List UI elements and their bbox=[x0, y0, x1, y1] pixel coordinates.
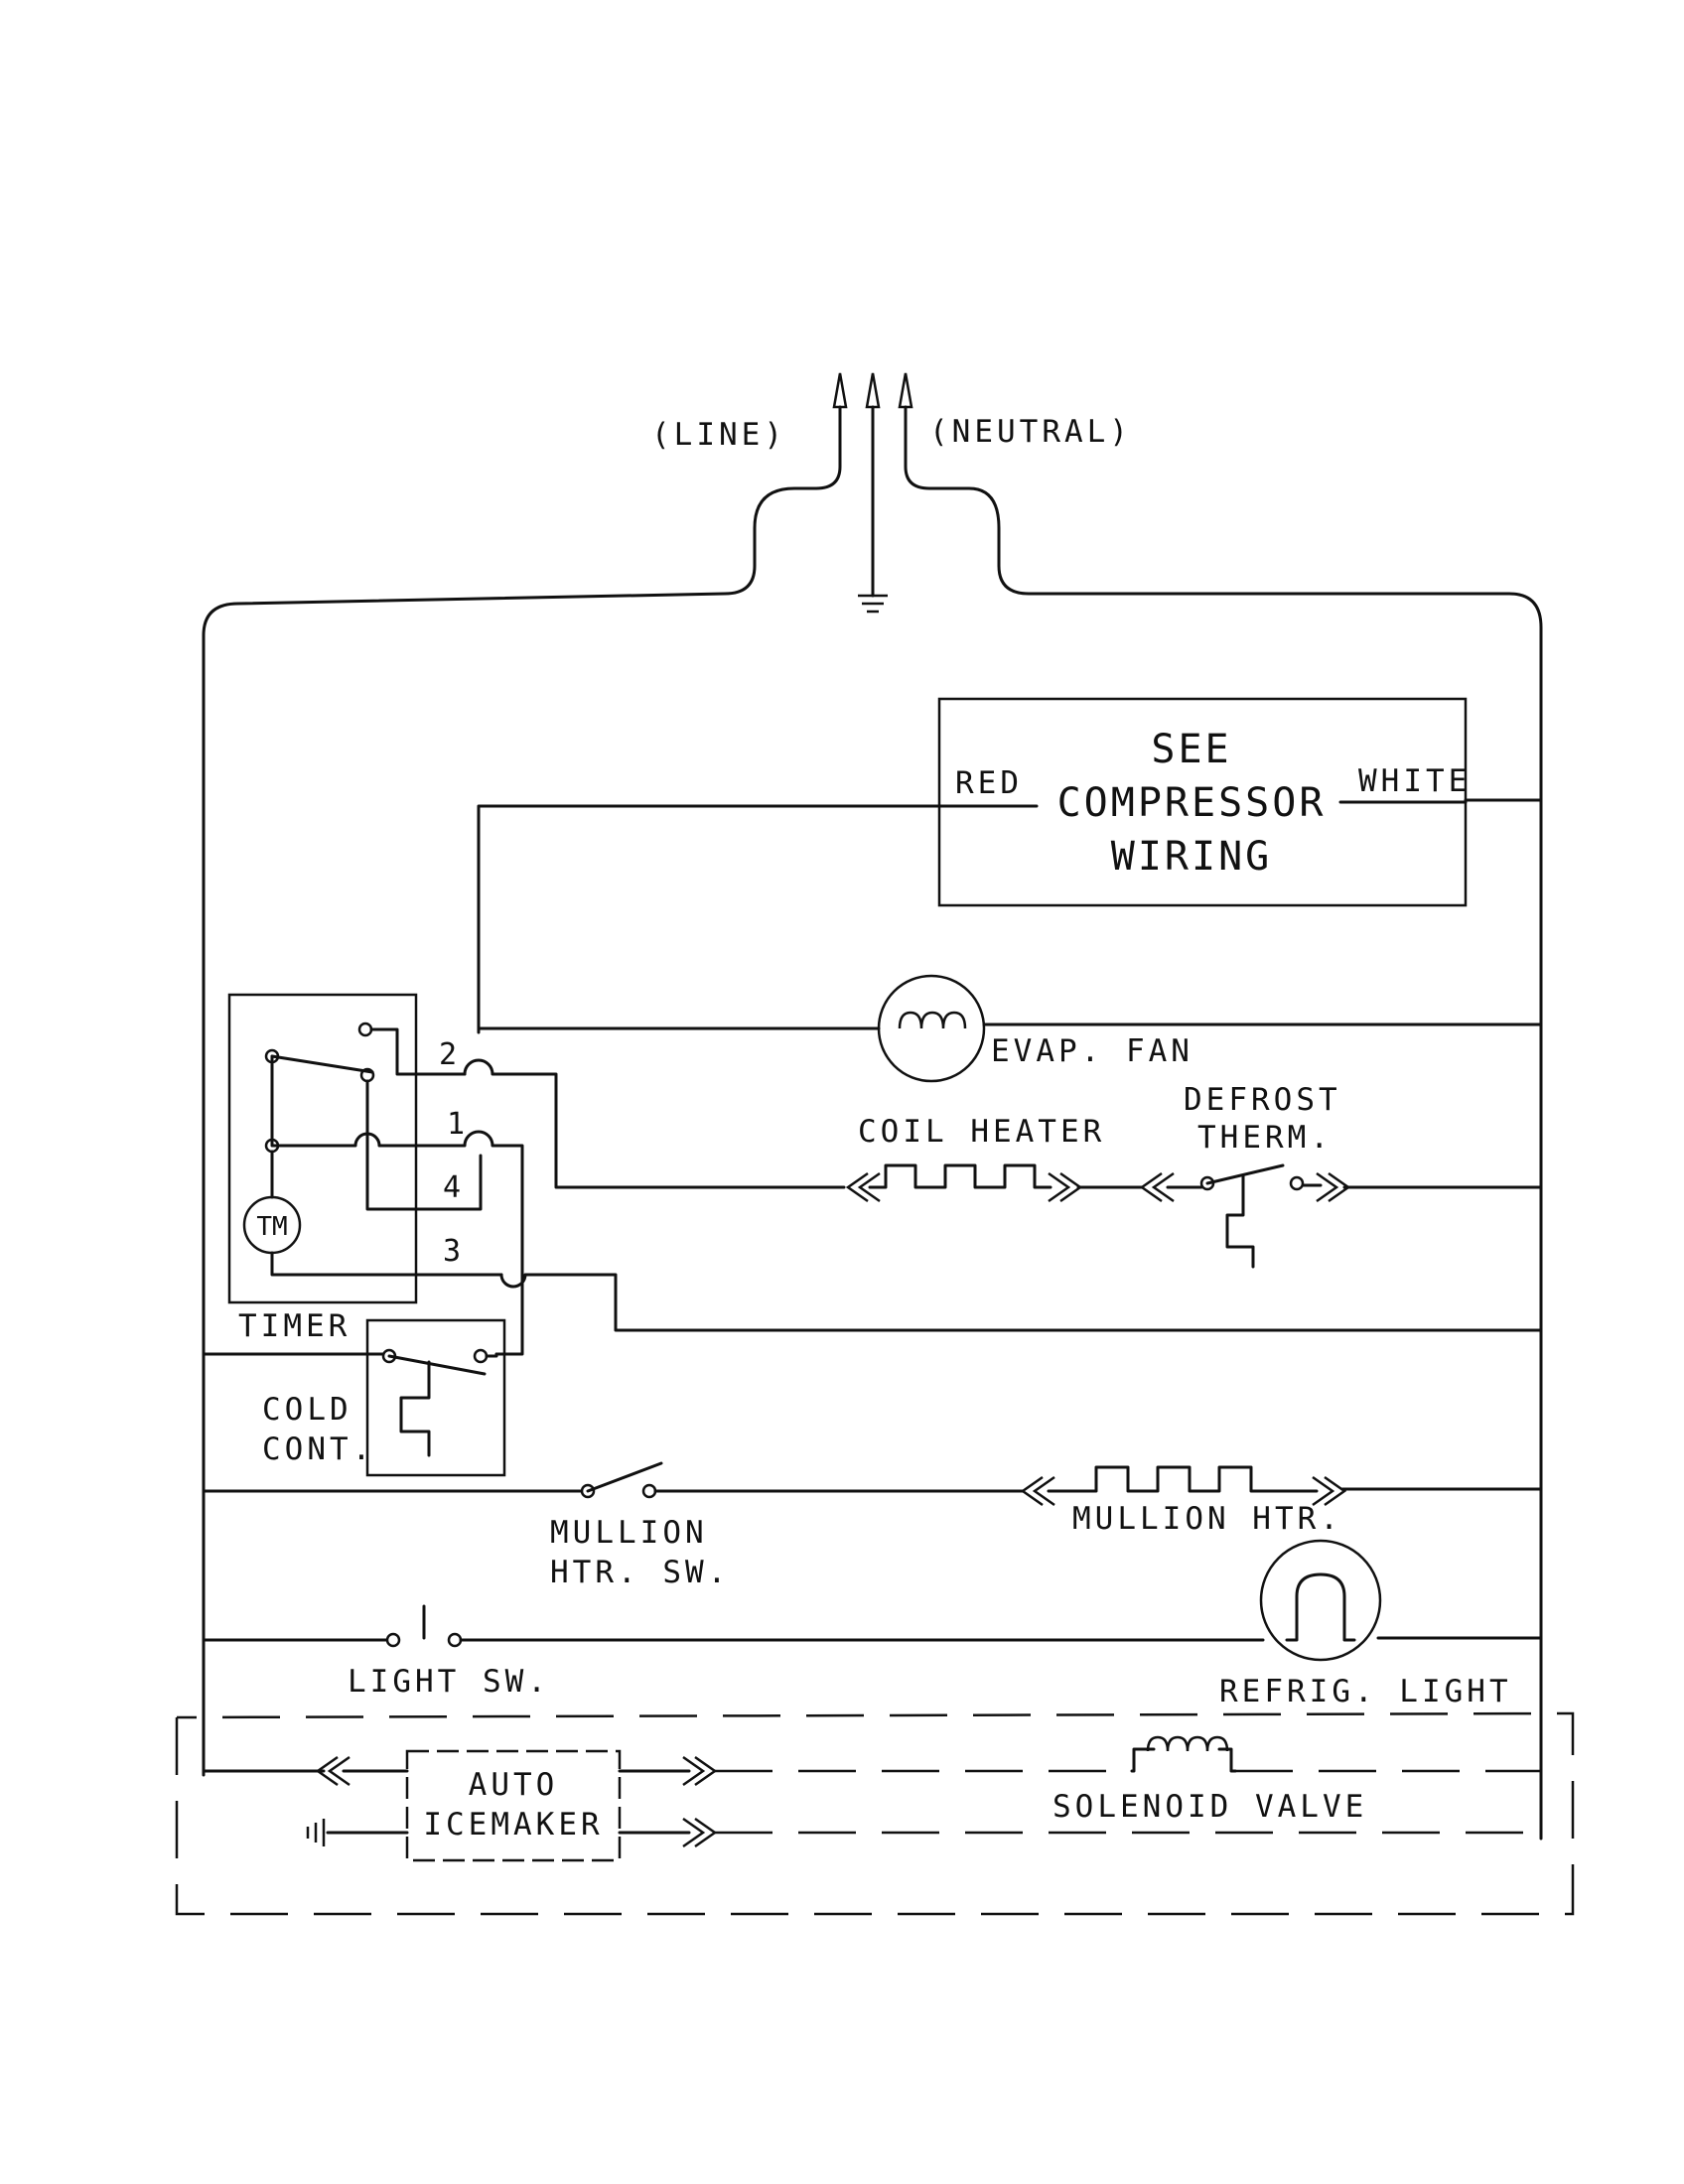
compressor-line1: SEE bbox=[1151, 727, 1231, 772]
neutral-label: (NEUTRAL) bbox=[929, 414, 1132, 450]
compressor-line2: COMPRESSOR bbox=[1057, 780, 1327, 826]
auto-icemaker-box: AUTO ICEMAKER bbox=[405, 1749, 622, 1862]
refrig-light-label: REFRIG. LIGHT bbox=[1219, 1674, 1512, 1709]
timer: TIMER TM 2 1 4 3 bbox=[227, 993, 503, 1344]
auto-icemaker-label-2: ICEMAKER bbox=[423, 1807, 603, 1843]
solenoid-valve-icon bbox=[1130, 1735, 1237, 1773]
line-arrow-icon bbox=[832, 372, 848, 409]
coil-heater-label: COIL HEATER bbox=[858, 1114, 1105, 1150]
cold-cont-label-1: COLD bbox=[262, 1392, 352, 1428]
mullion-htr-sw-label-2: HTR. SW. bbox=[550, 1555, 730, 1590]
mullion-htr-switch-icon bbox=[580, 1461, 663, 1499]
coil-heater-icon bbox=[845, 1163, 1083, 1203]
light-sw-label: LIGHT SW. bbox=[348, 1664, 550, 1700]
neutral-arrow-icon bbox=[898, 372, 913, 409]
supply-conductors: (LINE) (NEUTRAL) bbox=[202, 372, 1543, 1841]
defrost-therm-icon bbox=[1139, 1163, 1351, 1269]
icemaker-option-enclosure bbox=[175, 1711, 1575, 1916]
terminal-4-label: 4 bbox=[443, 1170, 461, 1205]
mullion-htr-sw-label-1: MULLION bbox=[550, 1515, 708, 1551]
auto-icemaker-label-1: AUTO bbox=[469, 1767, 559, 1803]
timer-contact-icon bbox=[357, 1022, 373, 1037]
chassis-ground-icon bbox=[306, 1819, 409, 1846]
evap-fan-motor-icon bbox=[877, 974, 986, 1083]
compressor-line3: WIRING bbox=[1111, 834, 1273, 880]
terminal-1-label: 1 bbox=[447, 1107, 465, 1142]
ground-arrow-icon bbox=[865, 372, 881, 409]
solenoid-valve-label: SOLENOID VALVE bbox=[1052, 1789, 1367, 1825]
ground-icon bbox=[858, 594, 888, 614]
mullion-heater-icon bbox=[1020, 1465, 1347, 1507]
mullion-htr-label: MULLION HTR. bbox=[1072, 1501, 1342, 1537]
timer-motor-label: TM bbox=[256, 1212, 287, 1242]
refrig-light-bulb-icon bbox=[1259, 1539, 1382, 1662]
cold-control-contact-icon bbox=[473, 1348, 489, 1364]
cold-cont-label-2: CONT. bbox=[262, 1432, 374, 1467]
terminal-3-label: 3 bbox=[443, 1234, 461, 1269]
light-switch-icon bbox=[385, 1604, 463, 1648]
compressor-box: SEE COMPRESSOR WIRING RED WHITE bbox=[937, 697, 1471, 907]
line-label: (LINE) bbox=[651, 417, 786, 453]
red-wire-label: RED bbox=[955, 765, 1023, 801]
defrost-therm-label-2: THERM. bbox=[1197, 1120, 1333, 1156]
defrost-therm-label-1: DEFROST bbox=[1184, 1082, 1341, 1118]
terminal-2-label: 2 bbox=[439, 1037, 457, 1072]
white-wire-label: WHITE bbox=[1358, 763, 1471, 799]
timer-label: TIMER bbox=[238, 1308, 351, 1344]
evap-fan-label: EVAP. FAN bbox=[991, 1033, 1193, 1069]
cold-control: COLD CONT. bbox=[262, 1318, 506, 1477]
